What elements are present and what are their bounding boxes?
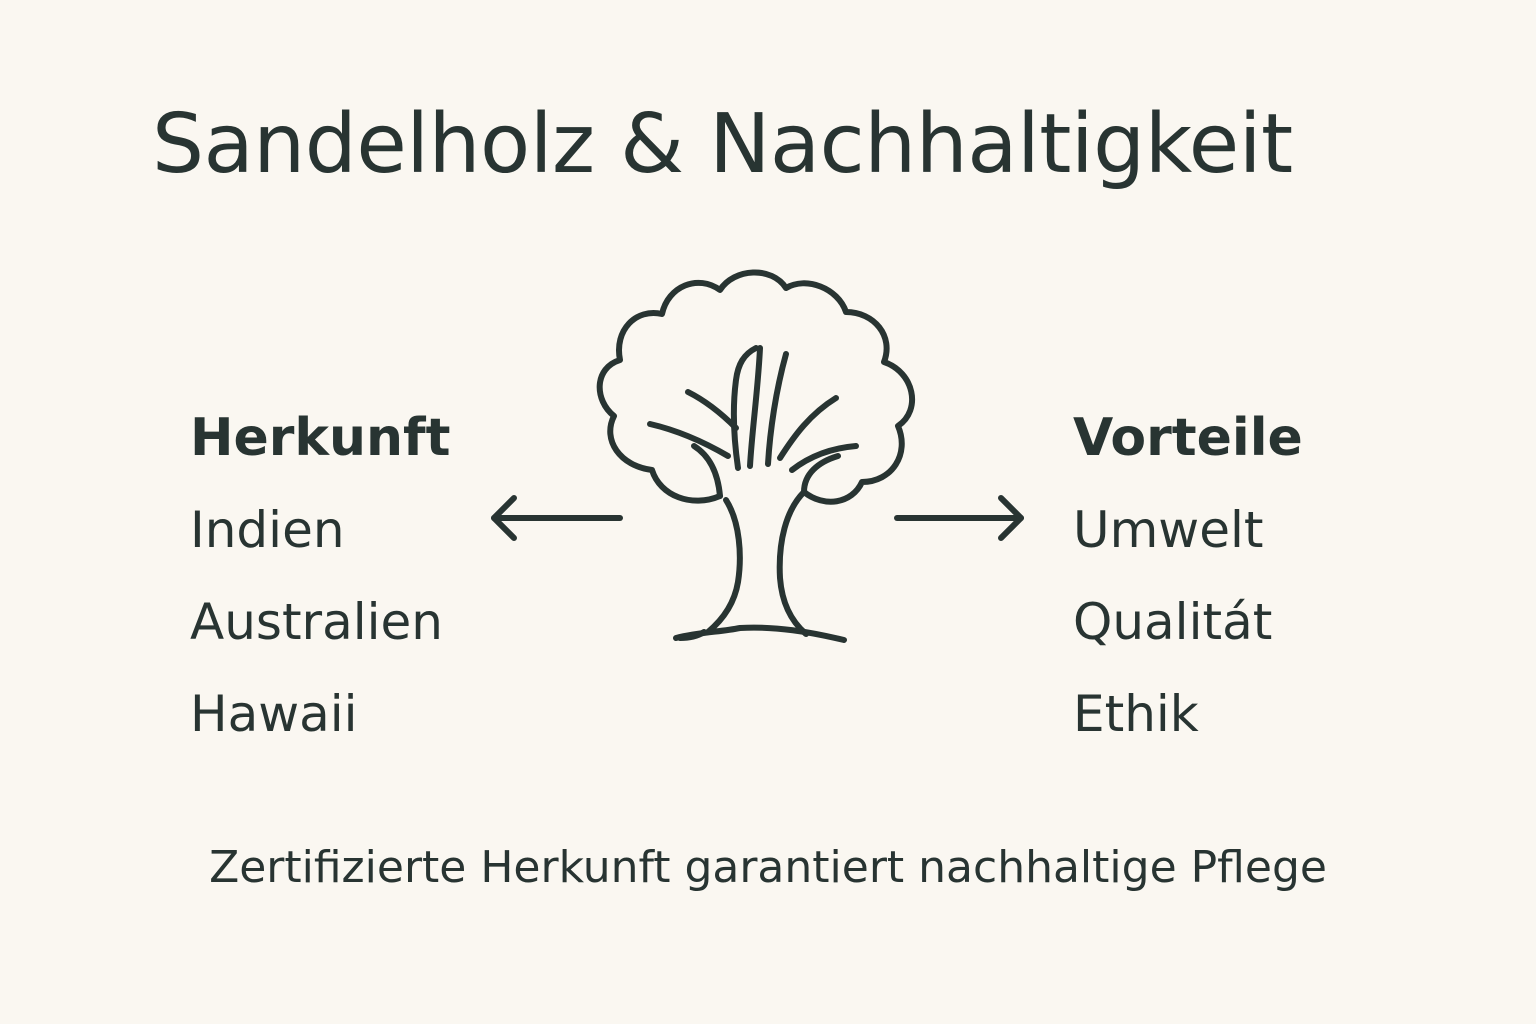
arrow-left-icon — [491, 495, 623, 541]
benefits-list: Umwelt Qualitát Ethik — [1073, 484, 1303, 760]
benefit-item: Qualitát — [1073, 593, 1273, 651]
origin-heading: Herkunft — [190, 408, 451, 468]
page-title: Sandelholz & Nachhaltigkeit — [152, 97, 1293, 192]
origin-item: Indien — [190, 501, 345, 559]
footer-statement: Zertifizierte Herkunft garantiert nachha… — [209, 842, 1327, 893]
benefit-item: Umwelt — [1073, 501, 1264, 559]
origin-item: Australien — [190, 593, 443, 651]
benefit-item: Ethik — [1073, 685, 1199, 743]
benefits-column: Vorteile Umwelt Qualitát Ethik — [1073, 398, 1303, 760]
origin-list: Indien Australien Hawaii — [190, 484, 451, 760]
arrow-right-icon — [894, 495, 1024, 541]
tree-icon — [596, 269, 916, 643]
benefits-heading: Vorteile — [1073, 408, 1303, 468]
origin-item: Hawaii — [190, 685, 358, 743]
origin-column: Herkunft Indien Australien Hawaii — [190, 398, 451, 760]
